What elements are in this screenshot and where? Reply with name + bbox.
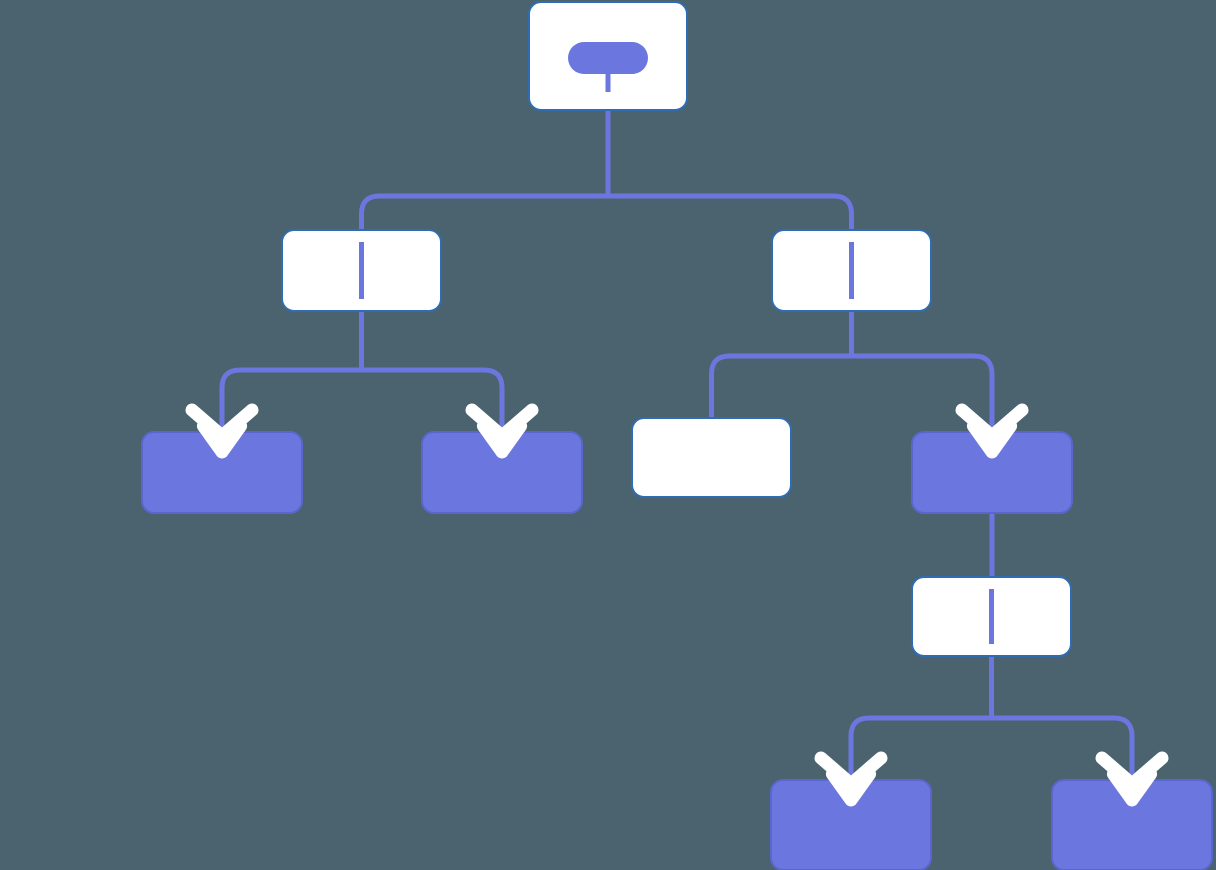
chevron-lower <box>476 419 528 459</box>
double-chevron-down-icon <box>185 403 259 459</box>
edge-deep-branch-to-leaf-left <box>848 715 992 788</box>
chevron-upper <box>1095 751 1169 791</box>
edge-root-to-left-branch <box>359 193 608 230</box>
chevron-lower <box>825 767 877 807</box>
double-chevron-down-icon <box>465 403 539 459</box>
plain-node-right-first[interactable] <box>631 417 792 498</box>
rounded-pill-handle-icon <box>568 42 648 74</box>
edge-root-to-right-branch <box>608 193 854 230</box>
edge-left-branch-to-leaf-2 <box>361 367 505 440</box>
plain-node-right-first-box[interactable] <box>631 417 792 498</box>
chevron-upper <box>955 403 1029 443</box>
double-chevron-down-icon <box>814 751 888 807</box>
edge-right-branch-to-leaf <box>851 353 995 440</box>
marker-layer <box>185 403 1169 807</box>
double-chevron-down-icon <box>1095 751 1169 807</box>
chevron-upper <box>465 403 539 443</box>
edge-left-branch-to-leaf-1 <box>219 367 362 440</box>
edge-layer <box>219 110 1135 788</box>
chevron-lower <box>966 419 1018 459</box>
edge-right-branch-to-plain <box>709 353 852 418</box>
chevron-lower <box>1106 767 1158 807</box>
node-layer <box>141 1 1213 870</box>
chevron-upper <box>814 751 888 791</box>
chevron-upper <box>185 403 259 443</box>
chevron-lower <box>196 419 248 459</box>
edge-deep-branch-to-leaf-right <box>991 715 1135 788</box>
double-chevron-down-icon <box>955 403 1029 459</box>
